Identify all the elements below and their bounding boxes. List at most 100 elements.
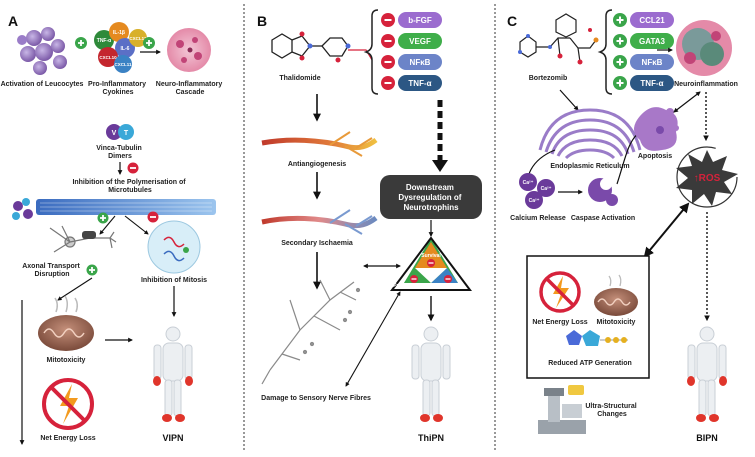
factor-pill (398, 54, 442, 70)
downstream-label-3: Neurotrophins (403, 203, 459, 212)
neurotrophin-triangle (390, 236, 472, 291)
mitotoxicity-label: Mitotoxicity (47, 357, 86, 364)
factor-row: NFκB (381, 54, 442, 70)
mitotoxicity-label-c: Mitotoxicity (597, 319, 636, 326)
antiangiogenesis-label: Antiangiogenesis (288, 161, 346, 168)
factor-pill (630, 33, 674, 49)
plus-icon (86, 264, 98, 276)
panel-c-letter: C (507, 13, 517, 29)
tubulin-badge: T (124, 130, 129, 137)
calcium-label: Calcium Release (510, 215, 566, 222)
no-energy-icon (42, 378, 94, 430)
svg-text:Axonal Transport Disrupt: Axonal Transport Disruption (22, 263, 82, 278)
factor-row: VEGF (381, 33, 442, 49)
factor-label: b-FGF (408, 16, 432, 25)
blood-vessel-icon (261, 131, 378, 157)
mitochondrion-icon (594, 274, 638, 316)
factor-label: VEGF (409, 37, 431, 46)
ros-burst-icon (676, 146, 738, 208)
plus-icon (75, 37, 87, 49)
ultra-label-1: Ultra-Structural (585, 403, 636, 410)
calcium-ion-3: Ca²⁺ (529, 198, 540, 204)
apoptosis-icon (634, 107, 679, 151)
er-label: Endoplasmic Reticulum (550, 163, 629, 170)
neuron-icon (49, 225, 117, 253)
svg-text:Vinca-Tubulin Dimers: Vinca-Tubulin Dimers (96, 145, 144, 160)
bortezomib-molecule-icon (518, 13, 599, 65)
outcome-thipn: ThiPN (418, 433, 444, 443)
arrow-to-er (559, 89, 579, 111)
apoptosis-label: Apoptosis (638, 153, 672, 160)
svg-text:Pro-Inflammatory Cyokine: Pro-Inflammatory Cyokines (88, 81, 148, 96)
factor-row: TNF-α (613, 75, 674, 91)
neuroinflammation-icon (676, 20, 732, 76)
factor-pill (630, 54, 674, 70)
factor-row: TNF-α (381, 75, 442, 91)
panel-a-letter: A (8, 13, 18, 29)
arrow-triangle-damage (345, 291, 401, 387)
drug-thalidomide: Thalidomide (279, 75, 320, 82)
panel-b-letter: B (257, 13, 267, 29)
ros-label: ↑ROS (694, 173, 721, 184)
calcium-ion-1: Ca²⁺ (523, 180, 534, 186)
factor-label: NFκB (410, 58, 431, 67)
caspase-icon (588, 178, 618, 206)
arrow-ros-box (643, 202, 690, 258)
arrow-to-axonal (99, 215, 116, 235)
cytokine-badge-3: IL-6 (121, 46, 130, 52)
cascade-label-1: Neuro-Inflammatory (156, 81, 223, 88)
neuroinflammation-label: Neuroinflammation (674, 81, 738, 88)
outcome-vipn: VIPN (162, 433, 183, 443)
plus-icon (143, 37, 155, 49)
activation-label: Activation of Leucocytes (1, 81, 84, 88)
factor-label: GATA3 (639, 37, 665, 46)
panel-a: A Activation of Leucocytes (1, 13, 223, 445)
svg-text:Inhibition of the Polymerisati: Inhibition of the Polymerisation of Micr… (72, 179, 187, 194)
caspase-label: Caspase Activation (571, 215, 635, 222)
factor-pill (398, 12, 442, 28)
cytokine-badge-6: CXCL12 (129, 36, 147, 41)
vinca-badge: V (112, 130, 117, 137)
downstream-label-2: Dysregulation of (398, 193, 461, 202)
brace-c (597, 9, 613, 95)
arrow-axonal-to-mito (57, 277, 93, 301)
thalidomide-molecule-icon (271, 31, 351, 63)
dividing-cell-icon (147, 220, 201, 274)
downstream-label-1: Downstream (406, 183, 454, 192)
factor-row: NFκB (613, 54, 674, 70)
atp-label: Reduced ATP Generation (548, 360, 632, 367)
mitochondrion-icon (38, 295, 94, 351)
inhibit-icon (127, 162, 139, 174)
cytokines-label-1: Pro-Inflammatory (88, 81, 146, 88)
factor-pill (630, 75, 674, 91)
cytokine-badge-1: TNF-α (97, 38, 112, 44)
cytokine-badge-2: IL-1β (113, 30, 125, 36)
cytokine-cluster-icon: TNF-α IL-1β IL-6 CXCL10 CXCL11 CXCL12 (94, 22, 147, 73)
triangle-proliferation: Proliferation (393, 283, 422, 289)
downstream-box (380, 175, 482, 219)
human-figure-icon (687, 326, 727, 422)
factor-row: CCL21 (613, 12, 674, 28)
triangle-function: Function (443, 283, 464, 289)
mitosis-label: Inhibition of Mitosis (141, 277, 207, 284)
motor-protein-icon (82, 231, 96, 239)
factor-label: TNF-α (640, 79, 663, 88)
no-energy-icon (539, 271, 581, 313)
factor-label: TNF-α (408, 79, 431, 88)
axonal-label-2: Disruption (35, 271, 70, 278)
brace-b (363, 9, 379, 95)
vinca-tubulin-dimer-icon: V T (106, 124, 134, 140)
vinca-label-1: Vinca-Tubulin (96, 145, 142, 152)
factor-pill (398, 33, 442, 49)
damage-label: Damage to Sensory Nerve Fibres (261, 395, 371, 402)
human-figure-icon (153, 326, 193, 422)
cytokine-badge-4: CXCL10 (99, 55, 117, 60)
svg-text:Activation of Leucocytes: Activation of Leucocytes (1, 81, 84, 88)
cytokines-label-2: Cyokines (102, 89, 133, 96)
factor-pill (398, 75, 442, 91)
outcome-bipn: BIPN (696, 433, 718, 443)
calcium-ion-2: Ca²⁺ (541, 186, 552, 192)
